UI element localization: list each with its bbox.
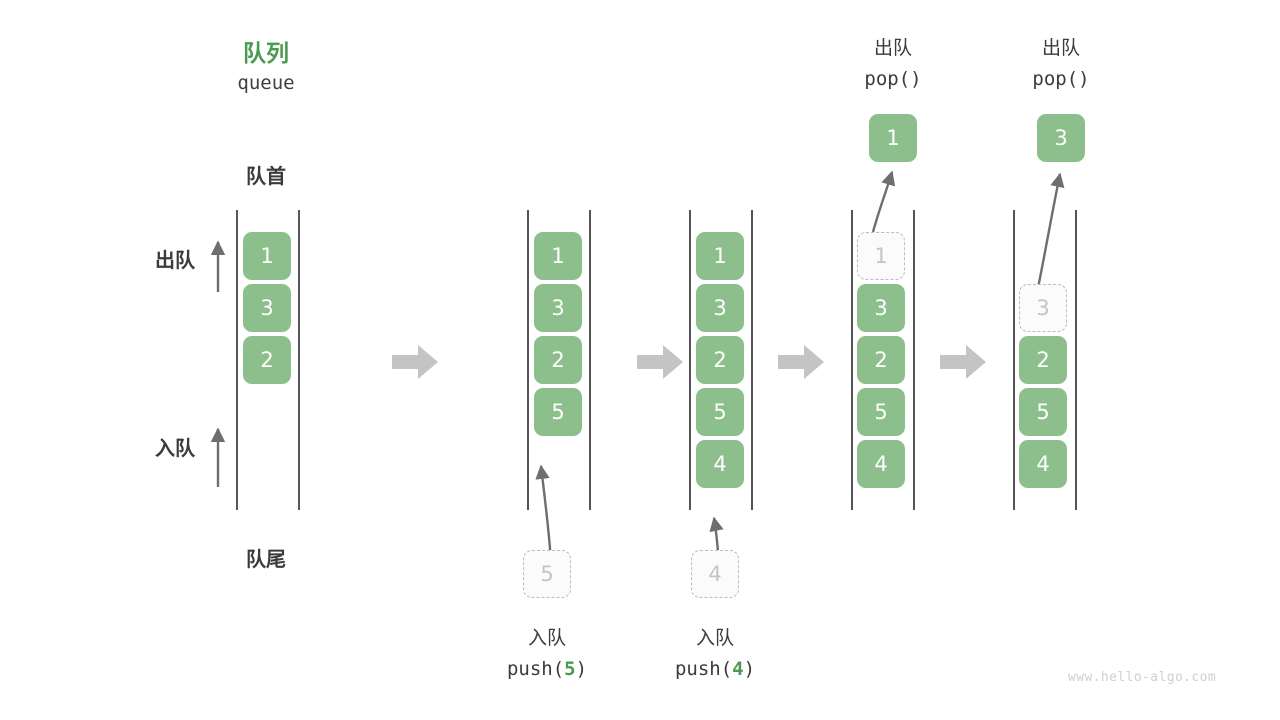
- rail-left: [236, 210, 238, 510]
- operation-code-suffix: ): [743, 658, 756, 680]
- popped-cell: 1: [869, 114, 917, 162]
- enqueue-label: 入队: [155, 436, 195, 460]
- rear-label: 队尾: [246, 547, 286, 571]
- operation-code-value: 4: [732, 658, 744, 680]
- operation-label: 入队: [695, 627, 734, 649]
- operation-label: 出队: [873, 37, 912, 59]
- rail-left: [851, 210, 853, 510]
- queue-cell: 4: [696, 440, 744, 488]
- rail-right: [298, 210, 300, 510]
- queue-cell: 1: [534, 232, 582, 280]
- page-title-code: queue: [237, 72, 295, 94]
- queue-cell: 1: [243, 232, 291, 280]
- queue-cell: 5: [1019, 388, 1067, 436]
- flow-arrow: [637, 345, 683, 384]
- push-5-arrow: [535, 464, 553, 563]
- queue-cell: 2: [534, 336, 582, 384]
- rail-left: [1013, 210, 1015, 510]
- incoming-ghost-cell: 5: [523, 550, 571, 598]
- operation-code-prefix: push(: [674, 658, 733, 680]
- watermark: www.hello-algo.com: [1068, 670, 1217, 685]
- operation-label: 入队: [527, 627, 566, 649]
- rail-right: [913, 210, 915, 510]
- pop-3-arrow: [1036, 172, 1065, 289]
- rail-right: [1075, 210, 1077, 510]
- outgoing-ghost-cell: 1: [857, 232, 905, 280]
- rail-left: [527, 210, 529, 510]
- flow-arrow: [940, 345, 986, 384]
- operation-code-value: 5: [564, 658, 576, 680]
- operation-code-prefix: push(: [506, 658, 565, 680]
- queue-cell: 2: [243, 336, 291, 384]
- queue-cell: 2: [1019, 336, 1067, 384]
- queue-cell: 4: [1019, 440, 1067, 488]
- rail-right: [751, 210, 753, 510]
- flow-arrow: [392, 345, 438, 384]
- pop-1-arrow: [871, 170, 896, 233]
- operation-code: pop(): [1032, 68, 1090, 90]
- dequeue-label: 出队: [155, 248, 195, 272]
- queue-cell: 3: [534, 284, 582, 332]
- queue-cell: 5: [857, 388, 905, 436]
- operation-code: pop(): [864, 68, 922, 90]
- queue-cell: 5: [696, 388, 744, 436]
- queue-cell: 4: [857, 440, 905, 488]
- flow-arrow: [778, 345, 824, 384]
- queue-cell: 2: [696, 336, 744, 384]
- operation-code: push(4): [655, 658, 775, 680]
- operation-code-suffix: ): [575, 658, 588, 680]
- popped-cell: 3: [1037, 114, 1085, 162]
- outgoing-ghost-cell: 3: [1019, 284, 1067, 332]
- queue-cell: 3: [243, 284, 291, 332]
- queue-cell: 1: [696, 232, 744, 280]
- operation-code: push(5): [487, 658, 607, 680]
- page-title: 队列: [243, 41, 289, 67]
- queue-cell: 3: [857, 284, 905, 332]
- queue-cell: 3: [696, 284, 744, 332]
- incoming-ghost-cell: 4: [691, 550, 739, 598]
- rail-right: [589, 210, 591, 510]
- queue-cell: 2: [857, 336, 905, 384]
- queue-cell: 5: [534, 388, 582, 436]
- front-label: 队首: [246, 164, 286, 188]
- operation-label: 出队: [1041, 37, 1080, 59]
- rail-left: [689, 210, 691, 510]
